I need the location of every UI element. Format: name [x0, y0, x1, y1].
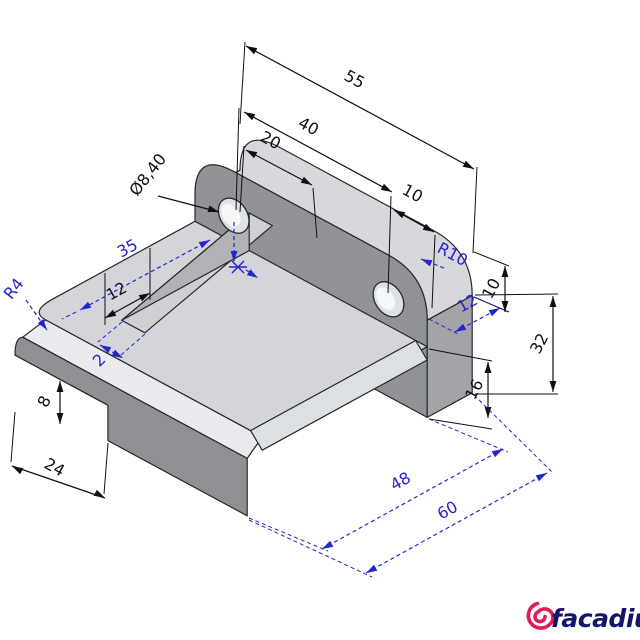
dim-arrowhead: [111, 349, 123, 358]
dim-arrowhead: [394, 210, 406, 219]
dim-arrowhead: [244, 112, 256, 121]
dim-line: [473, 296, 505, 311]
dim-line: [387, 195, 392, 294]
dim-arrowhead: [300, 176, 312, 185]
dim-rad4: R4: [0, 274, 48, 331]
dim-depth48: 48: [248, 418, 509, 552]
dim-h10-label: 10: [478, 275, 504, 302]
dim-arrowhead: [535, 473, 547, 482]
dim-arrowhead: [484, 362, 492, 373]
dim-arrowhead: [56, 413, 64, 424]
dim-line: [473, 251, 510, 267]
dim-line: [239, 41, 246, 125]
dim-arrowhead: [105, 309, 117, 318]
dim-line: [321, 448, 504, 550]
dim-line: [103, 442, 109, 495]
dim-arrowhead: [366, 564, 378, 573]
dim-line: [474, 293, 559, 296]
dim-line: [11, 465, 106, 499]
facadium-logo: facadium: [526, 601, 640, 633]
dim-h10: 10: [473, 251, 510, 313]
dim-arrowhead: [455, 323, 467, 332]
dim-arrowhead: [56, 381, 64, 392]
hole-left: [217, 197, 250, 234]
dim-h32-label: 32: [526, 330, 552, 357]
dim-arrowhead: [246, 269, 258, 278]
dim-line: [120, 333, 146, 356]
dim-line: [239, 145, 245, 213]
dim-line: [428, 418, 493, 430]
hole-right-bore: [376, 287, 396, 311]
logo-brand-text: facadium: [551, 604, 640, 633]
dim-line: [312, 187, 318, 239]
dim-line: [248, 519, 373, 578]
dim-depth60-label: 60: [434, 497, 461, 523]
dim-notch24: 24: [10, 411, 109, 499]
dim-line: [243, 111, 393, 193]
dim-len10top-label: 10: [399, 180, 426, 206]
dim-line: [428, 418, 509, 453]
dim-depth48-label: 48: [387, 468, 414, 494]
dim-arrowhead: [12, 466, 24, 475]
dim-len55-label: 55: [341, 66, 368, 92]
dim-notch8-label: 8: [33, 392, 55, 410]
dim-len40-label: 40: [295, 113, 322, 139]
dim-arrowhead: [380, 183, 392, 192]
dim-arrowhead: [501, 301, 509, 312]
dim-notch24-label: 24: [41, 454, 68, 480]
dim-arrowhead: [246, 46, 258, 55]
dim-line: [428, 318, 459, 335]
dim-line: [97, 321, 123, 343]
dim-rad4-label: R4: [0, 274, 28, 302]
hole-center-mark: [229, 222, 258, 278]
dim-line: [79, 239, 211, 311]
dim-arrowhead: [484, 407, 492, 418]
dim-arrowhead: [421, 259, 433, 267]
dim-arrowhead: [100, 345, 112, 354]
dim-line: [245, 45, 475, 170]
dim-arrowhead: [549, 296, 557, 307]
dim-line: [473, 394, 553, 473]
dim-arrowhead: [488, 308, 500, 317]
face-base-front: [14, 336, 248, 517]
dim-hole_dia-label: Ø8,40: [125, 150, 170, 200]
dim-arrowhead: [138, 293, 150, 302]
dim-arrowhead: [501, 266, 509, 277]
dim-arrowhead: [37, 319, 47, 330]
dim-arrowhead: [93, 489, 105, 498]
dim-arrowhead: [491, 449, 503, 458]
dim-arrowhead: [80, 301, 92, 310]
dim-arrowhead: [462, 160, 474, 169]
dim-arrowhead: [207, 205, 219, 212]
logo-swirl-icon: [526, 601, 555, 630]
dim-notch8: 8: [33, 381, 64, 424]
dim-arrowhead: [549, 381, 557, 392]
dim-line: [472, 166, 478, 254]
face-right-fillet: [250, 339, 428, 451]
face-rib-left: [121, 212, 250, 321]
hole-right: [372, 281, 405, 318]
part-bracket: [14, 139, 473, 517]
dim-line: [10, 411, 16, 463]
dim-line: [235, 107, 240, 211]
dim-arrowhead: [322, 540, 334, 549]
dim-line: [431, 234, 436, 309]
dim-arrowhead: [422, 223, 434, 232]
dim-line: [61, 311, 77, 320]
dim-line: [428, 348, 493, 362]
dim-arrowhead: [198, 240, 210, 249]
dim-line: [248, 517, 329, 552]
dim-arrowhead: [246, 150, 258, 159]
dim-arrowhead: [230, 251, 238, 262]
dim-line: [245, 149, 313, 186]
